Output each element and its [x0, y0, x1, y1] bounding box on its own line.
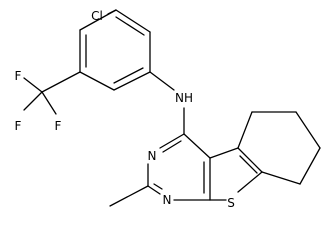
sulfur-atom: S [227, 196, 235, 210]
double-bond-inner [115, 16, 145, 36]
bond [79, 71, 115, 91]
pyrimidine-ring [147, 133, 211, 201]
double-bond-inner [153, 183, 163, 190]
bond [237, 111, 253, 149]
amine-nh: NH [175, 91, 193, 105]
bond [261, 171, 301, 185]
double-bond-inner [162, 140, 182, 153]
structure-canvas: Cl F F F NH N N [15, 9, 321, 210]
bond [295, 111, 321, 149]
bond-c-f [41, 91, 57, 115]
fluorine-atom: F [15, 69, 22, 83]
bond [209, 147, 239, 159]
bond [237, 147, 263, 173]
double-bond-inner [113, 67, 144, 84]
benzene-ring [79, 9, 151, 91]
double-bond-inner [239, 155, 258, 174]
bond-c-cf3 [41, 71, 81, 93]
bond [159, 133, 185, 149]
bond [299, 147, 321, 185]
thiophene-ring [209, 147, 263, 201]
bond [115, 9, 151, 33]
nitrogen-atom: N [163, 193, 172, 207]
bond [237, 171, 263, 193]
fluorine-atom: F [15, 119, 22, 133]
cyclohexane-ring [237, 111, 321, 185]
bond-methyl [109, 185, 149, 207]
chlorine-atom: Cl [91, 9, 103, 23]
bond [183, 133, 211, 159]
molecule-drawing: Cl F F F NH N N [15, 9, 321, 210]
bond-c-nh [149, 71, 175, 91]
bond [147, 185, 161, 195]
bond-c-f [23, 77, 43, 93]
fluorine-atom: F [55, 119, 62, 133]
bond-c-cl [107, 9, 117, 15]
nitrogen-atom: N [148, 149, 157, 163]
bond-c-f [23, 91, 43, 111]
bond [113, 71, 151, 91]
